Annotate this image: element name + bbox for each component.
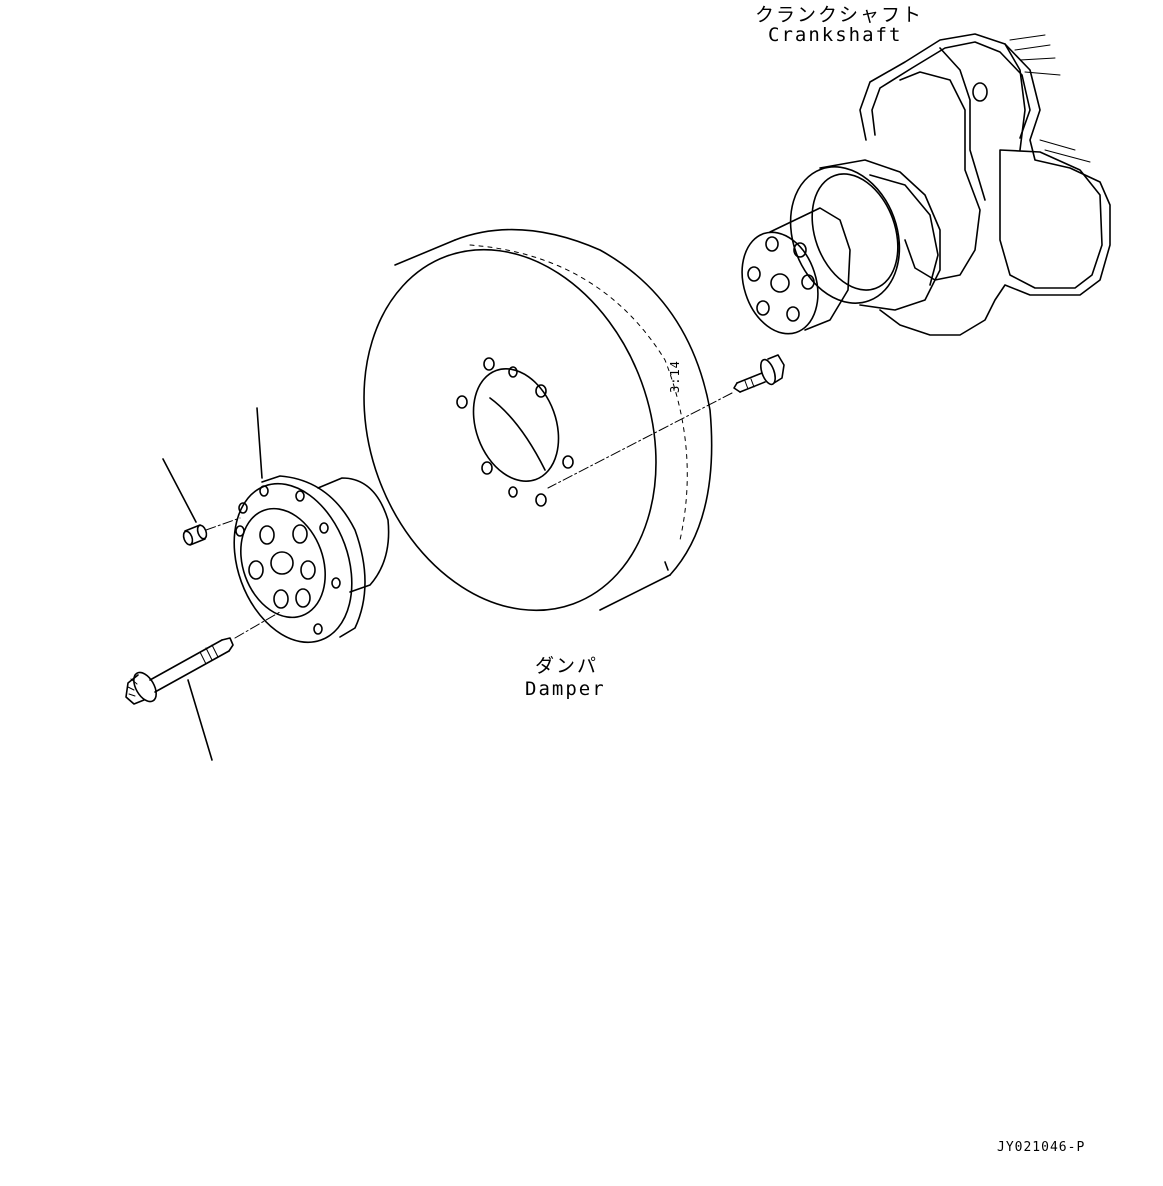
hub-flange-hole-3 xyxy=(235,525,245,537)
torque-mark-label: 3:14 xyxy=(668,360,682,393)
crankshaft-label-jp: クランクシャフト xyxy=(755,4,924,26)
hub-inner-hole-3 xyxy=(300,560,316,580)
hub-inner-hole-5 xyxy=(273,589,289,609)
hub-leader-line xyxy=(256,407,263,479)
crankshaft-edge-hatch xyxy=(1009,34,1091,163)
hub-bolt-flange xyxy=(133,671,157,703)
damper-bolt-tip xyxy=(733,382,741,393)
crankshaft-journal-edge xyxy=(939,47,986,201)
damper-bolt-flange xyxy=(760,358,776,386)
damper-bolt-centerline xyxy=(547,392,733,489)
damper-tick-mark xyxy=(664,561,669,571)
hub-flange-hole-4 xyxy=(295,490,305,502)
damper-bolt-hole-3 xyxy=(535,384,547,398)
hub-flange-hole-7 xyxy=(313,623,323,635)
crankshaft-oil-hole xyxy=(972,82,988,102)
damper-label-en: Damper xyxy=(525,678,606,700)
damper-bolt-hole-6 xyxy=(481,461,493,475)
damper-bolt-hole-5 xyxy=(562,455,574,469)
damper-rim-dash xyxy=(469,244,688,541)
damper-drawing xyxy=(363,228,713,612)
dowel-pin-leader-line xyxy=(162,458,197,523)
crankshaft-web-outer xyxy=(859,33,1111,336)
crankshaft-snout-face xyxy=(741,231,819,335)
crankshaft-snout-bolt-hole-1 xyxy=(765,236,779,252)
hub-inner-hole-6 xyxy=(248,560,264,580)
damper-front-face xyxy=(363,248,657,612)
damper-bolt-drawing xyxy=(547,354,785,489)
crankshaft-snout-body xyxy=(769,207,851,331)
crankshaft-journal-body xyxy=(819,159,941,311)
damper-bolt-head xyxy=(767,354,785,384)
damper-bolt-hole-2 xyxy=(508,366,518,378)
damper-center-bore xyxy=(472,368,560,482)
damper-bolt-hole-1 xyxy=(483,357,495,371)
crankshaft-drawing xyxy=(741,33,1111,336)
damper-bolt-hole-4 xyxy=(456,395,468,409)
dowel-pin-end xyxy=(182,530,194,546)
hub-bolt-thread xyxy=(199,644,219,665)
hub-inner-hole-1 xyxy=(259,525,275,545)
damper-rim-back xyxy=(454,228,713,576)
hub-flange-hole-5 xyxy=(319,522,329,534)
crankshaft-journal-front xyxy=(789,166,901,304)
damper-bolt-thread xyxy=(744,378,755,390)
damper-bolt-hole-7 xyxy=(508,486,518,498)
damper-bolt-shank xyxy=(736,372,766,393)
dowel-pin-centerline xyxy=(205,517,241,531)
hub-boss-outline xyxy=(317,477,390,593)
drawing-number: JY021046-P xyxy=(997,1140,1086,1155)
hub-bolt-drawing xyxy=(125,611,281,761)
hub-bolt-leader-line xyxy=(187,679,213,761)
hub-inner-hole-4 xyxy=(295,588,311,608)
hub-flange-back xyxy=(261,475,366,638)
damper-bolt-hole-8 xyxy=(535,493,547,507)
hub-bolt-head-serrations xyxy=(127,678,138,697)
hub-flange-hole-2 xyxy=(238,502,248,514)
crankshaft-journal-groove xyxy=(811,173,899,291)
hub-center-hole xyxy=(270,551,294,575)
crankshaft-snout-bolt-hole-6 xyxy=(747,266,761,282)
dowel-pin-drawing xyxy=(162,458,241,546)
hub-flange-hole-1 xyxy=(259,485,269,497)
dowel-pin-body xyxy=(184,524,206,546)
hub-bolt-tip xyxy=(221,637,234,652)
damper-label-jp: ダンパ xyxy=(535,655,599,677)
crankshaft-journal-edge-2 xyxy=(1004,43,1026,151)
pulley-hub-drawing xyxy=(233,407,390,644)
dowel-pin-far-end xyxy=(196,524,208,540)
crankshaft-web-left xyxy=(899,71,981,281)
crankshaft-snout-bolt-hole-3 xyxy=(801,274,815,290)
crankshaft-snout-center-hole xyxy=(770,273,790,293)
hub-bolt-centerline xyxy=(234,611,281,639)
hub-flange-hole-6 xyxy=(331,577,341,589)
damper-rim-side-edge xyxy=(599,574,671,611)
crankshaft-snout-bolt-hole-4 xyxy=(786,306,800,322)
damper-bore-inner xyxy=(489,397,546,471)
hub-bolt-head xyxy=(125,674,145,705)
hub-recess xyxy=(240,507,326,619)
hub-inner-hole-2 xyxy=(292,524,308,544)
crankshaft-label-en: Crankshaft xyxy=(768,24,903,46)
crankshaft-snout-bolt-hole-2 xyxy=(793,242,807,258)
damper-rim-top-edge xyxy=(394,239,456,266)
crankshaft-snout-bolt-hole-5 xyxy=(756,300,770,316)
crankshaft-web-right xyxy=(999,149,1103,289)
crankshaft-journal-ring xyxy=(869,174,939,286)
hub-bolt-shank xyxy=(149,639,230,693)
crankshaft-web-inner xyxy=(871,41,1031,139)
